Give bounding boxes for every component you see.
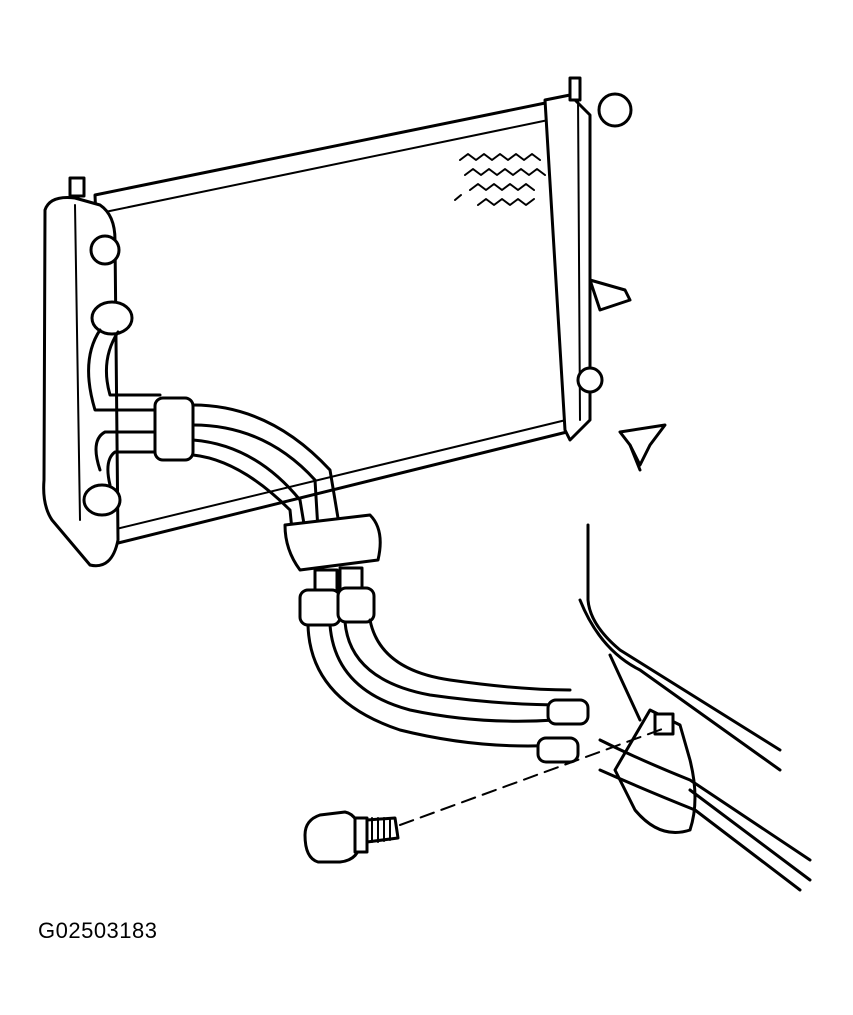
figure-id-label: G02503183	[38, 918, 158, 943]
right-radiator-tank	[543, 76, 633, 442]
upper-cooler-lines	[87, 328, 342, 532]
frame-rail	[578, 523, 782, 772]
direction-arrow-icon	[618, 423, 667, 472]
lower-cooler-lines	[306, 618, 590, 764]
radiator-fittings	[82, 234, 134, 517]
bolt	[303, 810, 400, 864]
left-radiator-tank	[42, 176, 120, 568]
radiator-fin-hatch	[454, 153, 546, 206]
radiator-core	[93, 98, 577, 547]
bolt-alignment-line	[399, 727, 666, 826]
line-connector-block	[283, 513, 382, 627]
line-retaining-bracket	[598, 708, 812, 892]
